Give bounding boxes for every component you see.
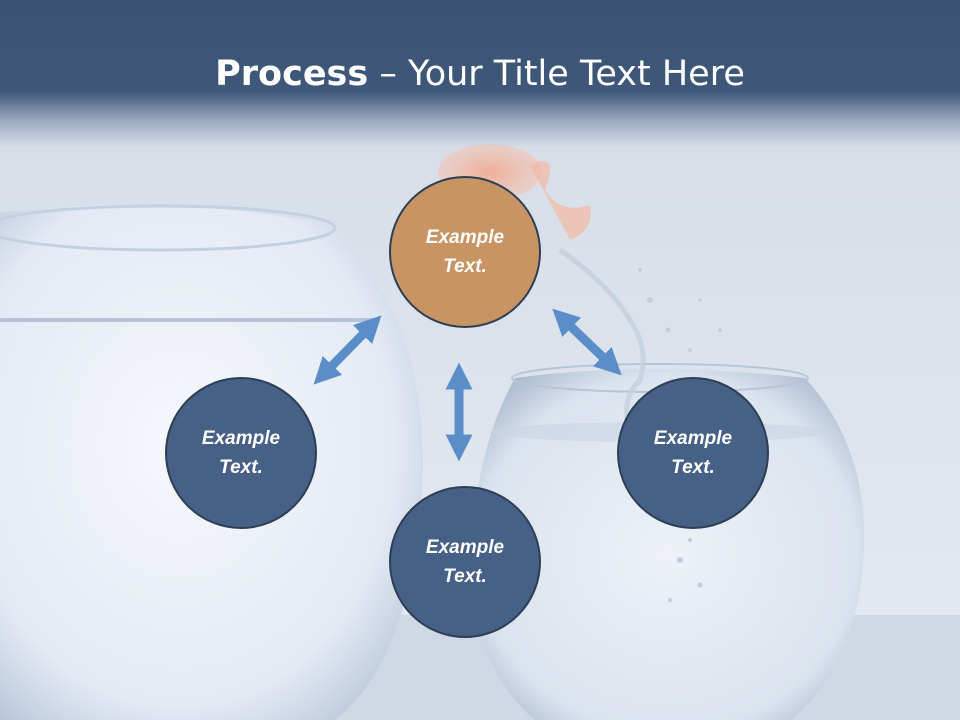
title-bar [0,0,960,148]
title-bold: Process [215,54,369,94]
arrow-top-left [313,315,382,385]
arrow-top-right [552,308,622,376]
title-rest: – Your Title Text Here [368,54,745,94]
process-step-right-label: Example Text. [653,428,733,478]
process-step-left-label: Example Text. [201,428,281,478]
process-step-bottom: Example Text. [389,486,541,638]
process-step-left: Example Text. [165,377,317,529]
process-step-bottom-label: Example Text. [425,537,505,587]
page-title: Process – Your Title Text Here [0,52,960,96]
process-step-right: Example Text. [617,377,769,529]
process-step-top: Example Text. [389,176,541,328]
process-step-top-label: Example Text. [425,227,505,277]
